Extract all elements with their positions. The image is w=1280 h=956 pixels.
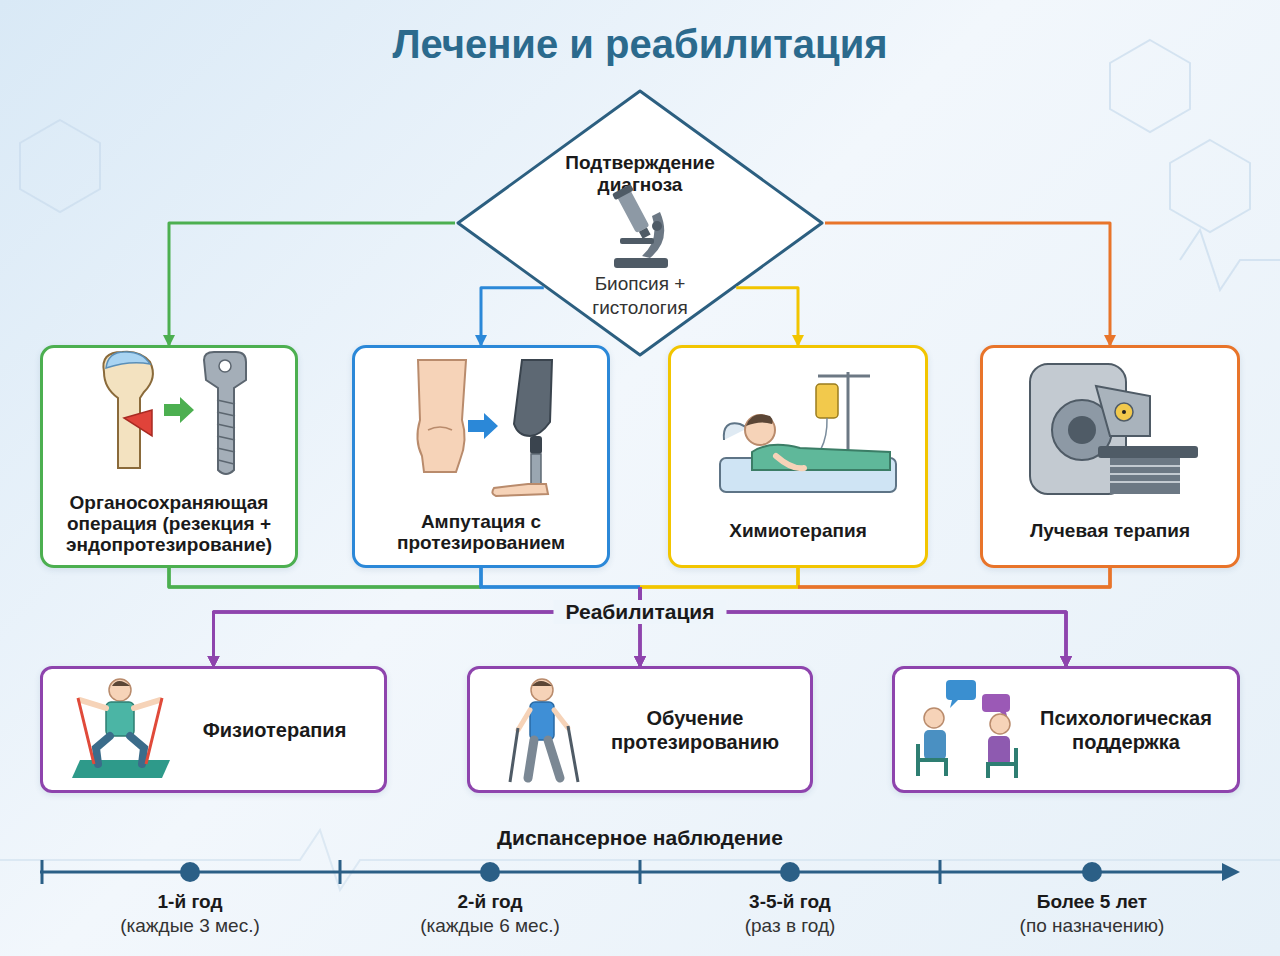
radiation-machine-icon (1030, 364, 1198, 494)
timeline-note: (по назначению) (1020, 915, 1165, 937)
connector-line (214, 587, 641, 666)
process-box: Органосохраняющая операция (резекция + э… (40, 345, 298, 568)
connector-line (169, 568, 481, 587)
diagram-title: Лечение и реабилитация (0, 22, 1280, 67)
walking-training-icon (510, 679, 578, 782)
leg-prosthesis-icon (417, 360, 552, 496)
flow-connector (169, 568, 640, 666)
node-label: Лучевая терапия (989, 520, 1231, 541)
connector-line (640, 568, 798, 587)
node-label: Органосохраняющая операция (резекция + э… (49, 492, 289, 555)
connector-line (481, 568, 640, 587)
connector-line (798, 568, 1110, 587)
flow-connector (169, 223, 455, 345)
connector-line (214, 587, 641, 666)
flow-connector (214, 568, 641, 666)
node-label: Психологическая поддержка (1023, 669, 1229, 790)
connector-line (736, 288, 798, 345)
physiotherapy-icon (72, 679, 170, 778)
connector-line (169, 223, 455, 345)
flow-connector (825, 223, 1110, 345)
process-box: Химиотерапия (668, 345, 928, 568)
node-label: Обучение протезированию (588, 669, 802, 790)
connector-line (640, 587, 1066, 666)
connector-line (640, 587, 1066, 666)
connector-line (169, 568, 481, 587)
flow-connector (481, 568, 1066, 666)
connector-line (481, 568, 640, 587)
timeline-note: (каждые 6 мес.) (420, 915, 560, 937)
chemotherapy-icon (720, 372, 896, 492)
timeline-note: (раз в год) (745, 915, 836, 937)
node-sublabel: Биопсия + гистология (565, 272, 715, 320)
timeline-period: 3-5-й год (749, 891, 831, 913)
microscope-icon (612, 184, 668, 268)
rehab-box: Психологическая поддержка (892, 666, 1240, 793)
flow-connector (214, 568, 799, 666)
flow-connector (169, 568, 1066, 666)
flow-connector (736, 288, 798, 345)
timeline-note: (каждые 3 мес.) (120, 915, 260, 937)
node-label: Химиотерапия (677, 520, 919, 541)
process-box: Ампутация с протезированием (352, 345, 610, 568)
connector-line (640, 587, 1066, 666)
connector-line (214, 587, 641, 666)
node-label: Подтверждение диагноза (547, 152, 733, 196)
timeline-period: 2-й год (458, 891, 523, 913)
node-label: Физиотерапия (173, 669, 376, 790)
connector-line (169, 568, 481, 587)
connector-line (798, 568, 1110, 587)
connector-line (798, 568, 1110, 587)
connector-line (640, 568, 798, 587)
connector-line (640, 587, 1066, 666)
decision-diamond: Подтверждение диагнозаБиопсия + гистолог… (455, 88, 825, 358)
connector-line (640, 568, 798, 587)
flow-connector (169, 568, 640, 666)
bone-implant-icon (103, 352, 246, 474)
flow-connector (640, 568, 798, 666)
rehab-box: Обучение протезированию (467, 666, 813, 793)
flow-connector (640, 568, 1110, 666)
node-label: Ампутация с протезированием (361, 511, 601, 553)
flow-connector (640, 568, 1066, 666)
counseling-icon (918, 680, 1016, 778)
timeline-period: Более 5 лет (1037, 891, 1147, 913)
flow-connector (481, 568, 640, 666)
connector-line (214, 587, 641, 666)
timeline (40, 860, 1240, 884)
section-label: Диспансерное наблюдение (497, 826, 783, 850)
connector-line (825, 223, 1110, 345)
rehab-box: Физиотерапия (40, 666, 387, 793)
flow-connector (640, 568, 1110, 666)
connector-line (481, 568, 640, 587)
diamond-shape (458, 91, 822, 355)
process-box: Лучевая терапия (980, 345, 1240, 568)
flow-connector (214, 568, 1111, 666)
timeline-period: 1-й год (158, 891, 223, 913)
connector-line (481, 288, 544, 345)
flow-connector (481, 288, 544, 345)
